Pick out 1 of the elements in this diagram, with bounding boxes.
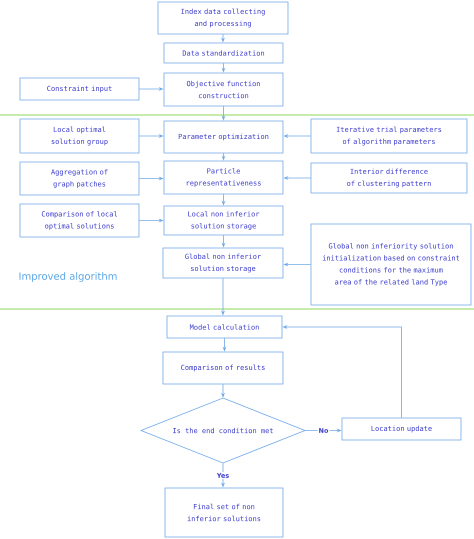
section-label: Improved algorithm xyxy=(20,272,117,282)
